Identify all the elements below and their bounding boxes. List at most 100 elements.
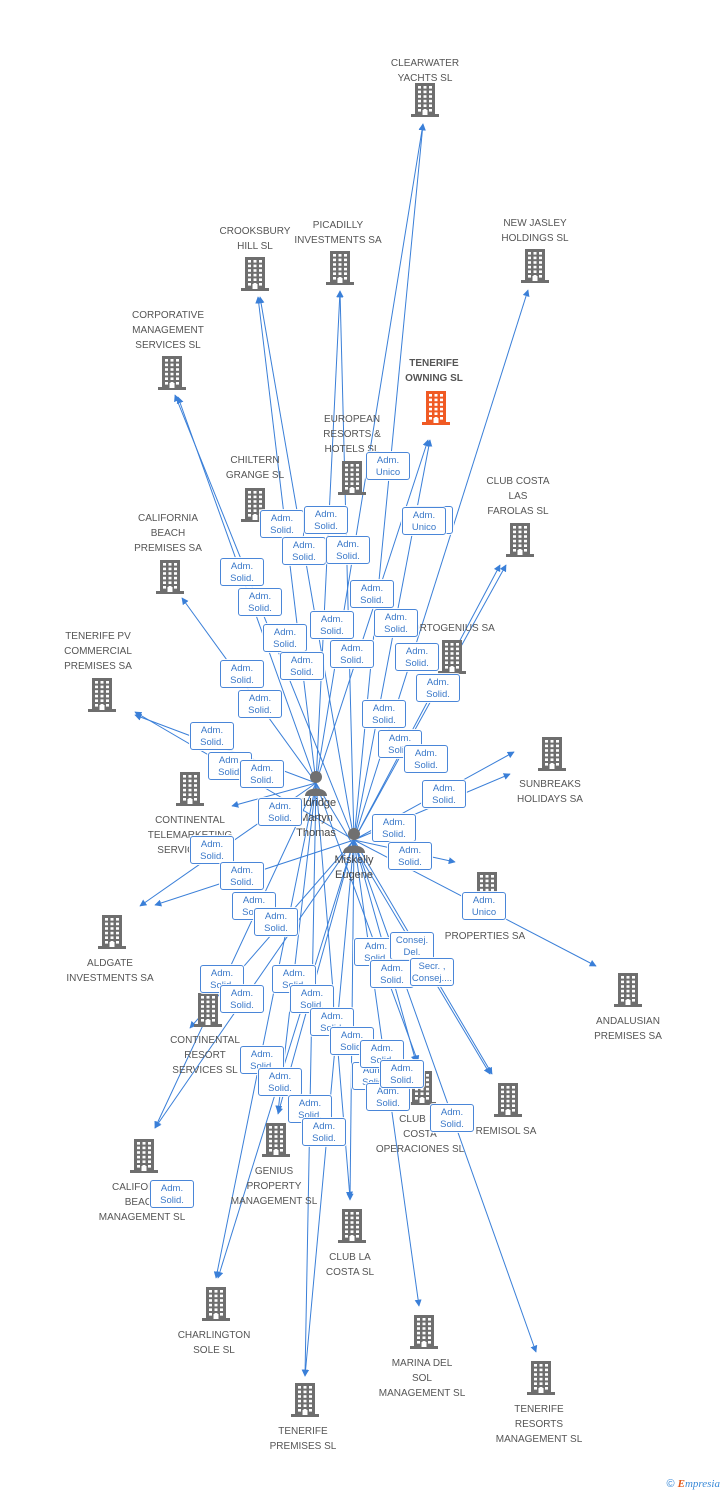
building-icon xyxy=(158,356,186,390)
company-label: EUROPEAN RESORTS & HOTELS SL xyxy=(323,414,381,455)
role-tag[interactable]: Adm. Solid. xyxy=(430,1104,474,1132)
role-tag[interactable]: Adm. Solid. xyxy=(150,1180,194,1208)
building-icon xyxy=(202,1287,230,1321)
company-label: CLUB LA COSTA SL xyxy=(325,1252,375,1278)
role-tag[interactable]: Adm. Solid. xyxy=(380,1060,424,1088)
role-tag[interactable]: Consej. Del. xyxy=(390,932,434,960)
company-label: PROPERTIES SA xyxy=(444,931,526,942)
role-tag[interactable]: Adm. Solid. xyxy=(362,700,406,728)
person-icon xyxy=(304,770,328,796)
company-label: TENERIFE PV COMMERCIAL PREMISES SA xyxy=(64,631,132,672)
company-label: TENERIFE PREMISES SL xyxy=(269,1426,337,1452)
role-tag[interactable]: Adm. Solid. xyxy=(388,842,432,870)
role-tag[interactable]: Adm. Solid. xyxy=(190,836,234,864)
building-icon xyxy=(194,993,222,1027)
building-icon xyxy=(527,1361,555,1395)
relation-edge xyxy=(216,839,355,1279)
role-tag[interactable]: Adm. Solid. xyxy=(372,814,416,842)
role-tag[interactable]: Adm. Solid. xyxy=(240,760,284,788)
brand-initial: E xyxy=(677,1478,685,1490)
building-icon xyxy=(494,1083,522,1117)
relation-edge xyxy=(213,782,317,1279)
role-tag[interactable]: Adm. Solid. xyxy=(280,652,324,680)
role-tag[interactable]: Adm. Solid. xyxy=(238,588,282,616)
copyright-symbol: © xyxy=(666,1478,675,1490)
company-label: GENIUS PROPERTY MANAGEMENT SL xyxy=(230,1166,318,1207)
company-label: TENERIFE OWNING SL xyxy=(405,358,463,384)
relation-edge xyxy=(353,564,507,841)
role-tag[interactable]: Adm. Unico xyxy=(462,892,506,920)
building-icon xyxy=(422,391,450,425)
role-tag[interactable]: Adm. Solid. xyxy=(190,722,234,750)
building-icon xyxy=(438,640,466,674)
relation-edge xyxy=(301,782,317,1377)
building-icon xyxy=(326,251,354,285)
relation-edge xyxy=(154,782,317,1129)
building-icon xyxy=(241,257,269,291)
relation-edge xyxy=(231,782,317,808)
role-tag[interactable]: Adm. Solid. xyxy=(395,643,439,671)
role-tag[interactable]: Adm. Solid. xyxy=(304,506,348,534)
role-tag[interactable]: Adm. Solid. xyxy=(422,780,466,808)
role-tag[interactable]: Adm. Solid. xyxy=(330,640,374,668)
building-icon xyxy=(98,915,126,949)
building-icon xyxy=(176,772,204,806)
role-tag[interactable]: Adm. Solid. xyxy=(310,611,354,639)
building-icon xyxy=(538,737,566,771)
company-label: CALIFORNIA BEACH MANAGEMENT SL xyxy=(98,1182,186,1223)
role-tag[interactable]: Adm. Solid. xyxy=(374,609,418,637)
building-icon xyxy=(506,523,534,557)
role-tag[interactable]: Adm. Solid. xyxy=(220,660,264,688)
company-label: CALIFORNIA BEACH PREMISES SA xyxy=(134,513,202,554)
building-icon xyxy=(521,249,549,283)
role-tag[interactable]: Adm. Solid. xyxy=(302,1118,346,1146)
role-tag[interactable]: Adm. Solid. xyxy=(282,537,326,565)
role-tag[interactable]: Adm. Solid. xyxy=(220,862,264,890)
company-label: ALDGATE INVESTMENTS SA xyxy=(66,958,154,984)
building-icon xyxy=(291,1383,319,1417)
building-icon xyxy=(338,1209,366,1243)
building-icon xyxy=(88,678,116,712)
relation-edge xyxy=(174,394,355,841)
brand-name: mpresia xyxy=(684,1478,720,1490)
company-label: CROOKSBURY HILL SL xyxy=(219,226,291,252)
company-label: REMISOL SA xyxy=(475,1126,537,1137)
role-tag[interactable]: Adm. Solid. xyxy=(416,674,460,702)
role-tag[interactable]: Adm. Solid. xyxy=(254,908,298,936)
role-tag[interactable]: Secr. , Consej.... xyxy=(410,958,454,986)
company-label: SUNBREAKS HOLIDAYS SA xyxy=(517,779,583,805)
company-label: CONTINENTAL RESORT SERVICES SL xyxy=(170,1035,240,1076)
role-tag[interactable]: Adm. Solid. xyxy=(263,624,307,652)
company-label: NEW JASLEY HOLDINGS SL xyxy=(501,218,569,244)
building-icon xyxy=(614,973,642,1007)
person-icon xyxy=(342,827,366,853)
relation-edge xyxy=(275,782,317,1113)
building-icon xyxy=(411,83,439,117)
relation-edge xyxy=(154,839,355,1129)
role-tag[interactable]: Adm. Solid. xyxy=(220,985,264,1013)
relation-edge xyxy=(353,839,538,1353)
building-icon xyxy=(338,461,366,495)
company-label: PORTOGENIUS SA xyxy=(405,623,495,634)
role-tag[interactable]: Adm. Solid. xyxy=(220,558,264,586)
company-label: PICADILLY INVESTMENTS SA xyxy=(294,220,382,246)
role-tag[interactable]: Adm. Solid. xyxy=(326,536,370,564)
relation-edge xyxy=(336,290,355,841)
role-tag[interactable]: Adm. Solid. xyxy=(350,580,394,608)
company-label: CLUB COSTA LAS FAROLAS SL xyxy=(486,476,550,517)
company-label: CLEARWATER YACHTS SL xyxy=(390,58,460,84)
role-tag[interactable]: Adm. Solid. xyxy=(258,1068,302,1096)
role-tag[interactable]: Adm. Solid. xyxy=(258,798,302,826)
company-label: MARINA DEL SOL MANAGEMENT SL xyxy=(378,1358,466,1399)
role-tag[interactable]: Adm. Solid. xyxy=(404,745,448,773)
relation-edge xyxy=(353,564,501,841)
role-tag[interactable]: Adm. Unico xyxy=(402,507,446,535)
role-tag[interactable]: Adm. Unico xyxy=(366,452,410,480)
company-label: TENERIFE RESORTS MANAGEMENT SL xyxy=(495,1404,583,1445)
role-tag[interactable]: Adm. Solid. xyxy=(370,960,414,988)
building-icon xyxy=(262,1123,290,1157)
person-label: Eldridge Martyn Thomas xyxy=(295,797,337,839)
role-tag[interactable]: Adm. Solid. xyxy=(260,510,304,538)
building-icon xyxy=(130,1139,158,1173)
role-tag[interactable]: Adm. Solid. xyxy=(238,690,282,718)
